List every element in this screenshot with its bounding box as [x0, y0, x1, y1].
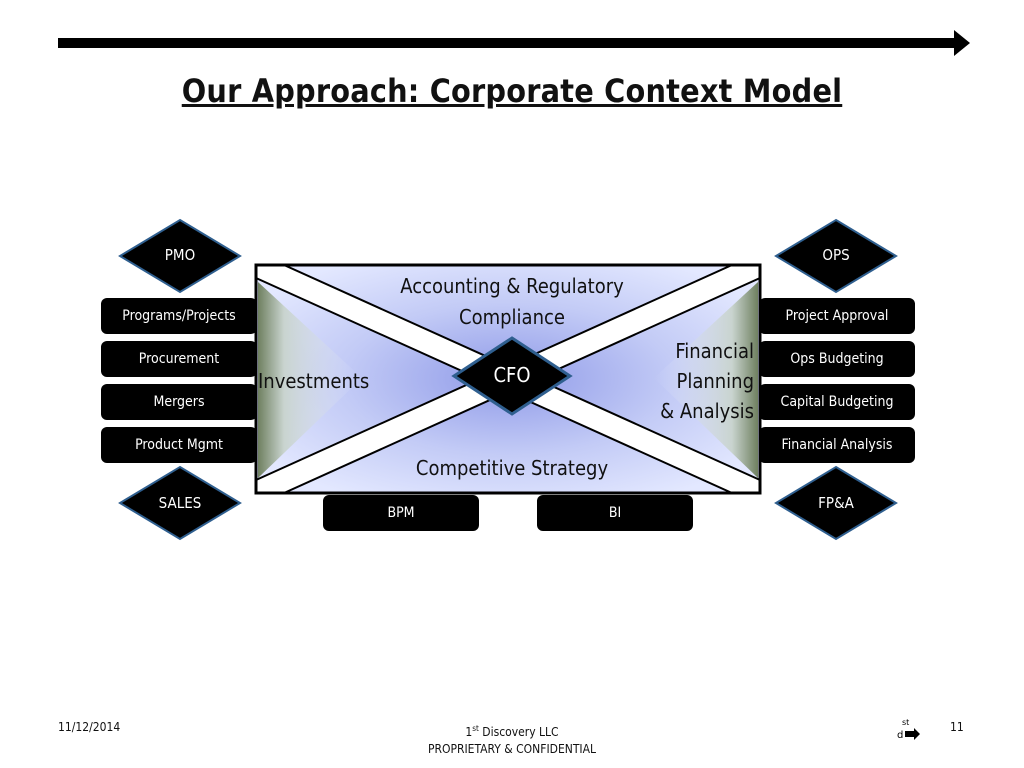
footer-page-number: 11 [950, 720, 964, 734]
footer-confidential: PROPRIETARY & CONFIDENTIAL [427, 742, 597, 756]
svg-text:d: d [897, 730, 903, 741]
pill-product-mgmt: Product Mgmt [101, 427, 257, 463]
cfo-diamond [451, 336, 573, 416]
pmo-diamond [118, 218, 242, 294]
label-analysis: & Analysis [660, 399, 754, 423]
header-arrow [58, 30, 970, 56]
pill-programs-projects: Programs/Projects [101, 298, 257, 334]
page-title: Our Approach: Corporate Context Model [181, 72, 843, 110]
pill-financial-analysis: Financial Analysis [759, 427, 915, 463]
pill-bi: BI [537, 495, 693, 531]
first-discovery-logo-icon: st d [897, 718, 920, 741]
label-accounting: Accounting & Regulatory [400, 274, 624, 298]
label-sales: SALES [158, 494, 202, 512]
pill-procurement: Procurement [101, 341, 257, 377]
pill-ops-budgeting: Ops Budgeting [759, 341, 915, 377]
sales-diamond [118, 465, 242, 541]
label-cfo: CFO [493, 363, 531, 387]
label-competitive-strategy: Competitive Strategy [415, 456, 609, 480]
label-planning: Planning [676, 369, 754, 393]
fpa-diamond [774, 465, 898, 541]
pill-capital-budgeting: Capital Budgeting [759, 384, 915, 420]
pill-bpm: BPM [323, 495, 479, 531]
svg-text:st: st [902, 718, 909, 727]
pill-mergers: Mergers [101, 384, 257, 420]
label-financial: Financial [675, 339, 754, 363]
ops-diamond [774, 218, 898, 294]
label-pmo: PMO [164, 246, 196, 264]
label-compliance: Compliance [459, 305, 565, 329]
footer-company: 1st Discovery LLC PROPRIETARY & CONFIDEN… [0, 720, 1024, 758]
label-investments: Investments [258, 369, 370, 393]
label-fpa: FP&A [818, 494, 854, 512]
pill-project-approval: Project Approval [759, 298, 915, 334]
label-ops: OPS [822, 246, 850, 264]
footer-date: 11/12/2014 [58, 720, 121, 734]
